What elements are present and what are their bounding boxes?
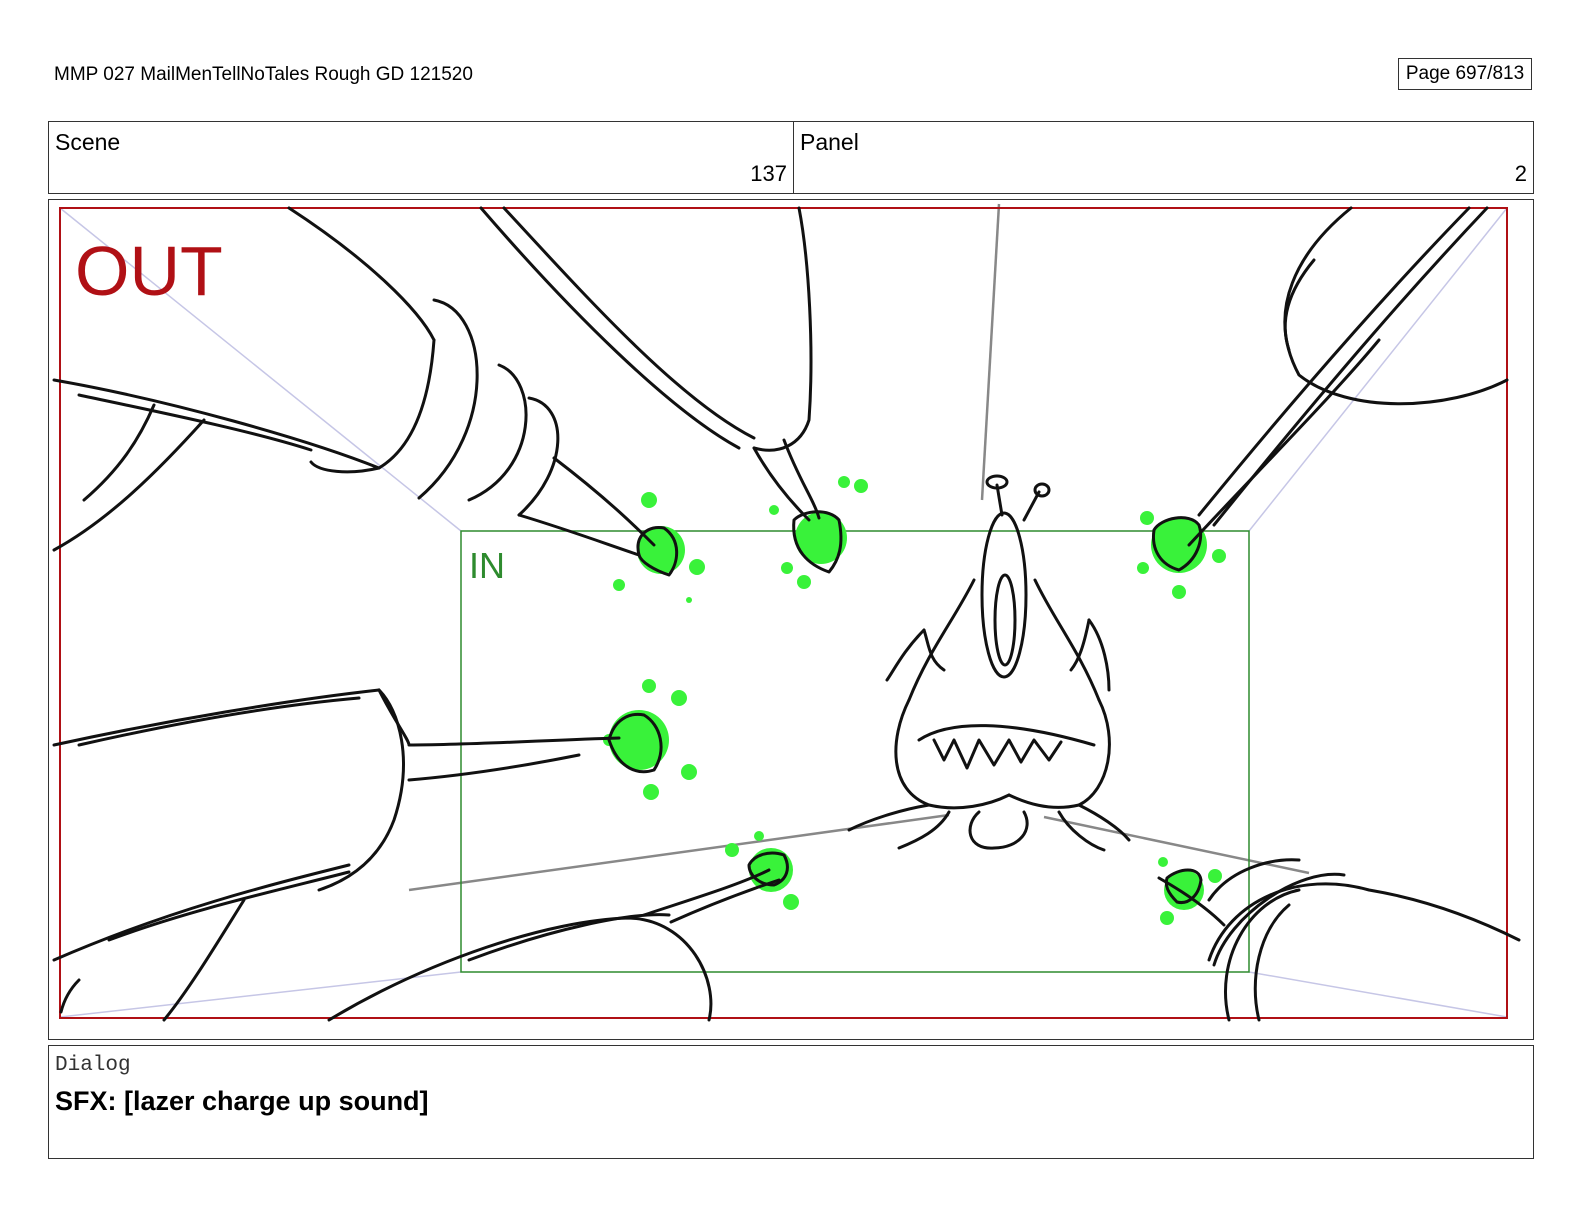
perspective-guides	[59, 207, 1508, 1018]
storyboard-sketch: OUT IN	[52, 203, 1521, 1022]
scene-cell: Scene 137	[49, 122, 794, 193]
scene-number: 137	[750, 161, 787, 186]
in-frame	[460, 530, 1250, 973]
sketch-lines	[52, 206, 1521, 1022]
document-title: MMP 027 MailMenTellNoTales Rough GD 1215…	[54, 64, 473, 85]
dialog-box: Dialog SFX: [lazer charge up sound]	[48, 1045, 1534, 1159]
storyboard-panel: OUT IN	[48, 199, 1534, 1040]
panel-cell: Panel 2	[794, 122, 1533, 193]
out-label: OUT	[75, 232, 223, 310]
scene-label: Scene	[55, 129, 121, 155]
page-number: Page 697/813	[1398, 58, 1532, 90]
laser-glow-splats	[603, 476, 1226, 925]
panel-number: 2	[1514, 161, 1527, 186]
in-label: IN	[469, 545, 505, 586]
dialog-label: Dialog	[55, 1054, 131, 1077]
out-safe-frame	[59, 207, 1508, 1019]
panel-label: Panel	[800, 129, 859, 155]
scene-panel-info: Scene 137 Panel 2	[48, 121, 1534, 194]
dialog-text: SFX: [lazer charge up sound]	[55, 1086, 429, 1116]
